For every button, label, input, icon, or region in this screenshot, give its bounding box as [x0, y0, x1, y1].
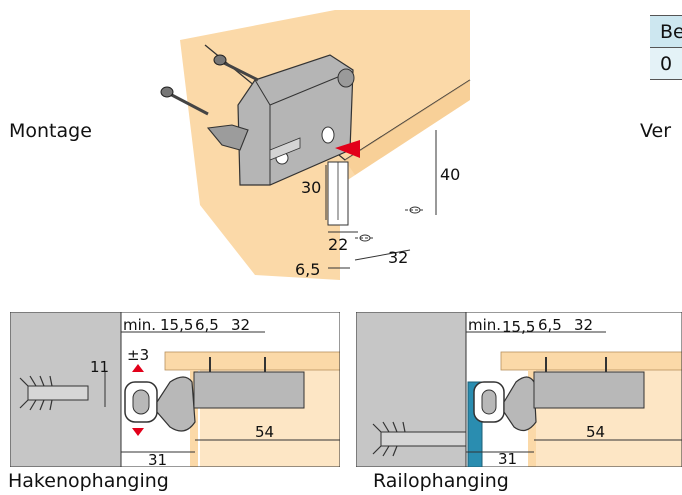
screw-left: [160, 86, 209, 116]
dim-6-5: 6,5: [295, 260, 320, 279]
wall-plug: [19, 375, 89, 411]
hakenophanging-diagram: min. 15,5 6,5 32 ±3 11 54 31: [10, 312, 340, 467]
dim-22: 22: [328, 235, 348, 254]
cabinet-top-panel: [500, 351, 682, 371]
railophanging-diagram: min. 15,5 6,5 32 54 31: [356, 312, 682, 467]
montage-label: Montage: [9, 120, 92, 142]
hakenophanging-label: Hakenophanging: [8, 470, 169, 492]
bracket: [206, 54, 355, 186]
dim-11: 11: [90, 358, 109, 376]
alignment-marker: [335, 140, 360, 158]
spec-table-header: Be: [650, 16, 682, 48]
dim-6-5: 6,5: [538, 316, 562, 334]
hook-bracket: [473, 371, 645, 432]
hook-bracket: [124, 371, 305, 432]
dim-32: 32: [231, 316, 250, 334]
dim-15-5: 15,5: [502, 318, 535, 336]
dim-30: 30: [301, 178, 321, 197]
dim-32: 32: [388, 248, 408, 267]
dim-31: 31: [148, 451, 167, 467]
cabinet-top-panel: [164, 351, 340, 371]
wall-plug: [372, 421, 467, 457]
right-cut-label: Ver: [640, 120, 672, 142]
screw-top: [213, 54, 259, 82]
dim-31: 31: [498, 450, 517, 467]
dim-40: 40: [440, 165, 460, 184]
adjust-up-arrow: [132, 364, 144, 372]
adjust-down-arrow: [132, 428, 144, 436]
spec-table: Be 0: [650, 15, 682, 80]
drill-hole-2: [405, 206, 425, 214]
side-panel-face: [345, 80, 470, 175]
min-label: min.: [123, 316, 156, 334]
railophanging-label: Railophanging: [373, 470, 509, 492]
montage-diagram: 40 30 22 32 6,5: [160, 10, 471, 280]
dim-plus-minus-3: ±3: [127, 346, 149, 364]
spec-table-value: 0: [650, 48, 682, 80]
dim-54: 54: [255, 423, 274, 441]
dim-32: 32: [574, 316, 593, 334]
min-label: min.: [468, 316, 501, 334]
dim-15-5: 15,5: [160, 316, 193, 334]
dim-54: 54: [586, 423, 605, 441]
drill-hole-1: [355, 234, 375, 242]
dim-6-5: 6,5: [195, 316, 219, 334]
